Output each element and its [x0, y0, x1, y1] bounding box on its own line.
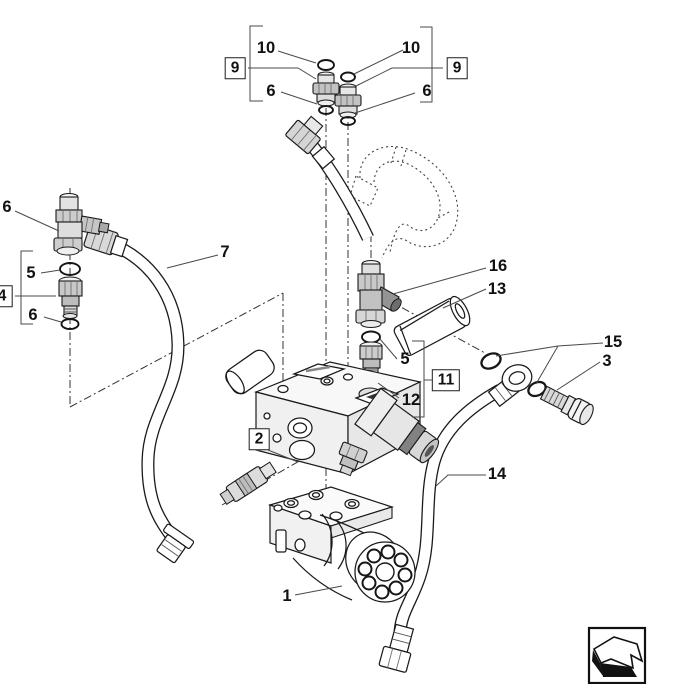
callout-10-upper-left: 10: [256, 38, 276, 57]
hose-7-end-fitting: [156, 523, 195, 564]
callout-5-mid: 5: [400, 349, 410, 368]
leader-lines: [14, 49, 604, 596]
bolt-3: [539, 385, 594, 426]
fitting-4-stack: [58, 262, 83, 330]
callout-9-upper-right-box[interactable]: 9: [446, 57, 468, 79]
o-ring-6-left: [318, 105, 334, 115]
callout-12: 12: [401, 390, 421, 409]
arrow-icon-side: [592, 650, 603, 676]
washer-15-a: [480, 352, 502, 370]
next-figure-icon[interactable]: [587, 626, 647, 684]
valve-bottom-fitting: [338, 441, 368, 477]
o-ring-6-lower-left: [60, 318, 80, 330]
callout-11-box[interactable]: 11: [431, 369, 461, 391]
o-ring-5-left: [59, 262, 81, 276]
motor-end-bolts: [357, 544, 413, 600]
callout-14: 14: [487, 464, 507, 483]
hose-upper-nut: [285, 115, 324, 155]
steering-valve-2: [219, 349, 440, 506]
callout-9-upper-left-box[interactable]: 9: [224, 57, 246, 79]
callout-10-upper-right: 10: [401, 38, 421, 57]
sensor-fitting: [219, 461, 277, 506]
fitting-9-left: [312, 59, 340, 115]
steering-motor-1: [268, 486, 416, 603]
callout-15: 15: [603, 332, 623, 351]
arrow-icon-face: [592, 636, 644, 670]
arrow-icon-shadow: [600, 663, 637, 677]
callout-16: 16: [488, 256, 508, 275]
hose-upper: [285, 115, 374, 241]
o-ring-10-left: [317, 59, 335, 71]
callout-6-left-top: 6: [2, 197, 12, 216]
hose-14-end-fitting: [378, 623, 415, 673]
phantom-hose-loop: [349, 146, 459, 259]
callout-13: 13: [487, 279, 507, 298]
o-ring-5-mid: [361, 330, 381, 344]
banjo-eye: [501, 364, 533, 392]
callout-6-left-bottom: 6: [28, 305, 38, 324]
callout-6-upper-left: 6: [266, 81, 276, 100]
brackets: [20, 25, 433, 418]
washer-15-b: [527, 380, 547, 398]
callout-7: 7: [220, 242, 230, 261]
callout-5-left: 5: [26, 263, 36, 282]
o-ring-6-right: [340, 116, 356, 126]
spacer-cylinder-13: [393, 295, 471, 356]
o-ring-10-right: [340, 71, 356, 83]
callout-1: 1: [282, 586, 292, 605]
tee-fitting-16: [355, 260, 402, 328]
callout-3: 3: [602, 351, 612, 370]
fitting-9-right: [334, 71, 362, 126]
solenoid: [354, 387, 440, 464]
callout-6-upper-right: 6: [422, 81, 432, 100]
hose-7: [83, 224, 195, 564]
callout-2-box[interactable]: 2: [248, 428, 270, 450]
callout-4-left-box[interactable]: 4: [0, 285, 13, 307]
tee-fitting-left: [53, 193, 110, 256]
